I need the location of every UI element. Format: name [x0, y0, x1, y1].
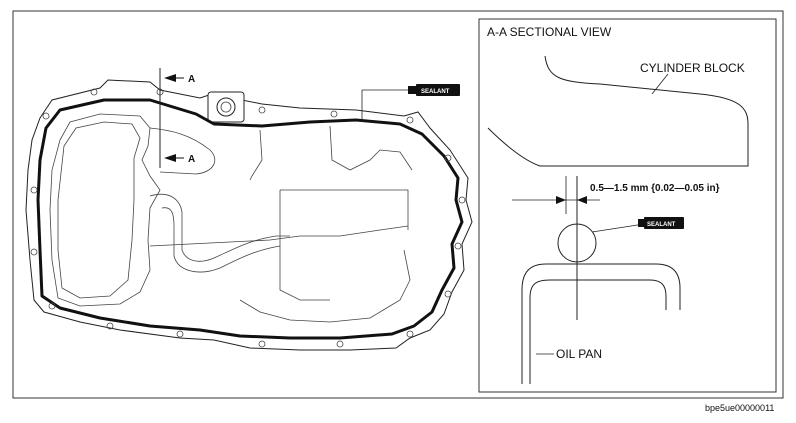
cylinder-block-label: CYLINDER BLOCK: [640, 61, 745, 75]
section-arrow-icon: [164, 74, 184, 162]
sump-outline: [49, 113, 161, 307]
sealant-tube-icon: [408, 84, 460, 96]
oil-pan-flange: [25, 79, 473, 351]
baffle-contour-8: [149, 127, 216, 175]
baffle-contour-1: [149, 193, 290, 262]
drain-boss: [207, 91, 245, 123]
section-sealant-tag: SEALANT: [647, 222, 676, 228]
baffle-contour-6: [329, 125, 413, 171]
cylinder-block-outline: [487, 55, 749, 167]
baffle-contour-9: [249, 129, 263, 181]
bolt-holes: [30, 88, 466, 348]
sealant-tube-icon: [638, 217, 684, 229]
baffle-contour-7: [239, 249, 411, 323]
baffle-contour-4: [280, 189, 409, 230]
figure-id: bpe5ue00000011: [705, 403, 774, 413]
section-view-title: A-A SECTIONAL VIEW: [487, 25, 612, 39]
baffle-contour-3: [149, 225, 409, 247]
oil-pan-section-inner: [529, 279, 667, 384]
baffle-contour-2: [161, 207, 281, 273]
section-view-panel: [478, 18, 777, 393]
oil-pan-label: OIL PAN: [556, 347, 602, 361]
plan-sealant-tag: SEALANT: [421, 89, 450, 95]
oil-pan-section: [521, 263, 681, 384]
drain-plug: [216, 97, 236, 117]
section-marker-bottom: A: [188, 154, 195, 165]
baffle-contour-5: [279, 190, 330, 301]
clearance-label: 0.5—1.5 mm {0.02—0.05 in}: [590, 183, 720, 194]
cylinder-block-leader: [651, 73, 669, 95]
section-sealant-leader: [591, 223, 645, 233]
oil-pan-plan-view: A A SEALANT: [25, 68, 473, 351]
sealant-bead-section: [557, 223, 597, 263]
section-marker-top: A: [188, 74, 195, 85]
dimension-arrow-icon: [556, 196, 587, 204]
drain-plug-inner: [220, 101, 232, 113]
sealant-bead[interactable]: [36, 98, 464, 340]
sump-inner: [57, 121, 141, 299]
